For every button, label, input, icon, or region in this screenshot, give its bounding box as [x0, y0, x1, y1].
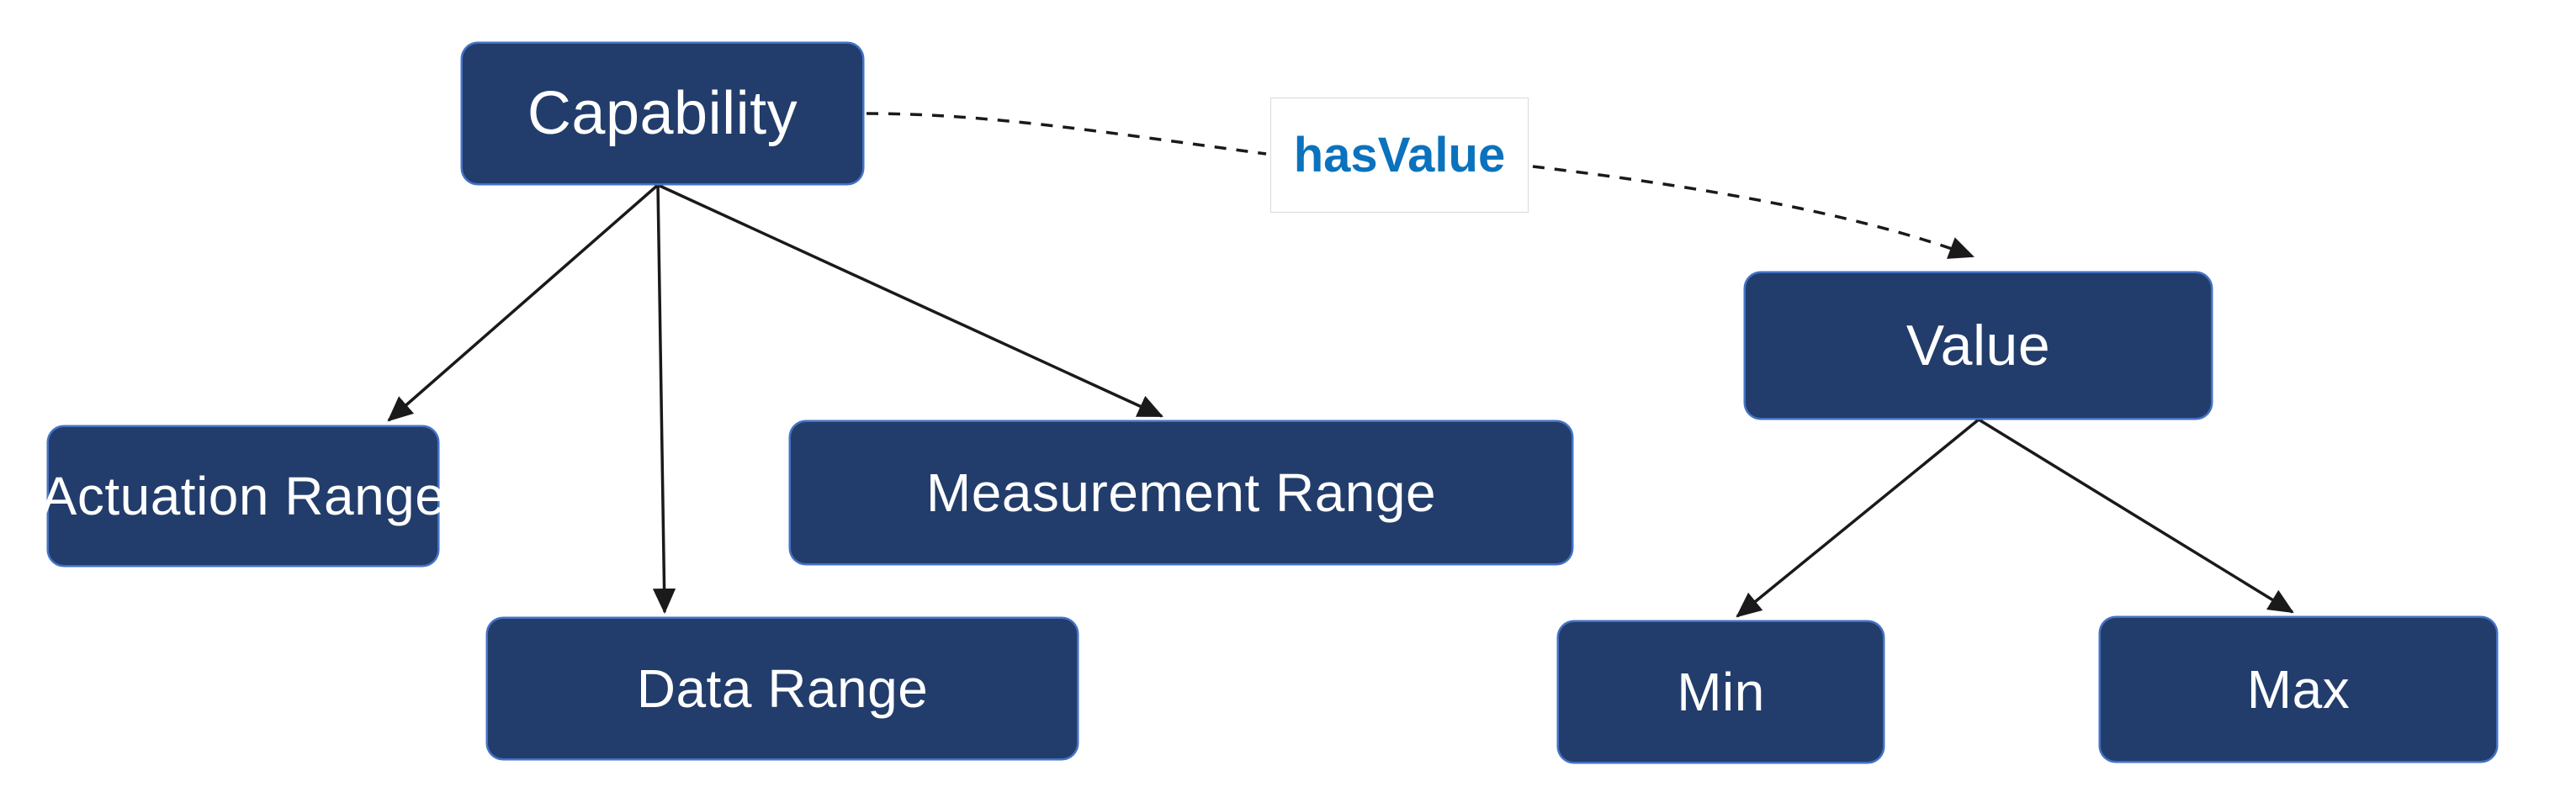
- node-capability[interactable]: Capability: [463, 44, 862, 183]
- node-max-label: Max: [2246, 659, 2351, 720]
- edge-capability-data-range: [652, 184, 676, 615]
- node-data-range-label: Data Range: [636, 658, 929, 719]
- edge-capability-hasvalue: [866, 112, 1267, 156]
- edge-capability-actuation-range: [387, 183, 660, 422]
- node-measurement-range-label: Measurement Range: [925, 462, 1437, 523]
- node-capability-label: Capability: [527, 80, 798, 147]
- node-actuation-range-label: Actuation Range: [40, 466, 446, 526]
- node-max[interactable]: Max: [2101, 618, 2496, 761]
- edge-hasvalue-value: [1532, 165, 1974, 259]
- node-value-label: Value: [1905, 314, 2051, 378]
- edge-label-has-value[interactable]: hasValue: [1270, 98, 1529, 213]
- edge-value-min: [1736, 418, 1980, 618]
- edge-capability-measurement-range: [657, 183, 1163, 418]
- node-data-range[interactable]: Data Range: [488, 619, 1077, 758]
- node-min[interactable]: Min: [1559, 622, 1883, 762]
- node-value[interactable]: Value: [1746, 273, 2211, 418]
- node-measurement-range[interactable]: Measurement Range: [791, 422, 1572, 563]
- edge-value-max: [1978, 418, 2294, 614]
- edge-label-has-value-text: hasValue: [1293, 127, 1506, 182]
- node-min-label: Min: [1677, 662, 1765, 722]
- node-actuation-range[interactable]: Actuation Range: [41, 427, 445, 565]
